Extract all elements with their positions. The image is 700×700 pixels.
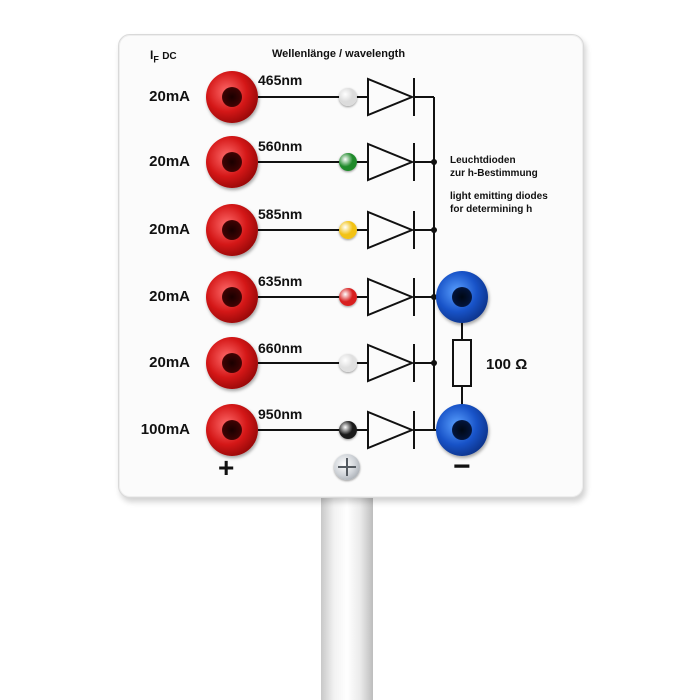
positive-jack-6[interactable]	[206, 404, 258, 456]
row-5-wavelength: 660nm	[258, 340, 303, 356]
led-560nm	[339, 153, 357, 171]
positive-jack-2[interactable]	[206, 136, 258, 188]
row-2-current: 20mA	[149, 153, 190, 170]
row-2-wavelength: 560nm	[258, 138, 303, 154]
current-subscript: F	[153, 54, 159, 65]
led-experiment-panel	[118, 34, 584, 498]
current-symbol: I	[150, 48, 154, 62]
jack-socket	[222, 353, 242, 373]
negative-jack-bottom[interactable]	[436, 404, 488, 456]
negative-jack-top[interactable]	[436, 271, 488, 323]
row-4-wavelength: 635nm	[258, 273, 303, 289]
jack-socket	[222, 420, 242, 440]
row-1-current: 20mA	[149, 88, 190, 105]
jack-socket	[452, 287, 472, 307]
minus-sign: −	[453, 450, 471, 483]
row-6-wavelength: 950nm	[258, 406, 303, 422]
description-de-line-2: zur h-Bestimmung	[450, 168, 538, 179]
dc-label: DC	[162, 51, 177, 62]
mounting-screw-icon	[334, 454, 360, 480]
plus-sign: +	[218, 452, 235, 483]
description-en-line-1: light emitting diodes	[450, 191, 548, 202]
positive-jack-3[interactable]	[206, 204, 258, 256]
led-465nm	[339, 88, 357, 106]
row-4-current: 20mA	[149, 288, 190, 305]
mounting-rod	[321, 492, 373, 700]
description-english: light emitting diodes for determining h	[450, 190, 548, 216]
wavelength-header: Wellenlänge / wavelength	[272, 48, 406, 60]
jack-socket	[222, 152, 242, 172]
forward-current-header: IF DC	[150, 48, 177, 64]
positive-jack-5[interactable]	[206, 337, 258, 389]
row-1-wavelength: 465nm	[258, 72, 303, 88]
jack-socket	[222, 87, 242, 107]
description-en-line-2: for determining h	[450, 204, 533, 215]
row-5-current: 20mA	[149, 354, 190, 371]
led-585nm	[339, 221, 357, 239]
resistor-label: 100 Ω	[486, 356, 528, 373]
description-german: Leuchtdioden zur h-Bestimmung	[450, 154, 538, 180]
row-3-wavelength: 585nm	[258, 206, 303, 222]
jack-socket	[222, 220, 242, 240]
led-660nm	[339, 354, 357, 372]
jack-socket	[452, 420, 472, 440]
row-6-current: 100mA	[140, 421, 190, 438]
jack-socket	[222, 287, 242, 307]
description-de-line-1: Leuchtdioden	[450, 155, 516, 166]
led-950nm	[339, 421, 357, 439]
positive-jack-4[interactable]	[206, 271, 258, 323]
led-635nm	[339, 288, 357, 306]
positive-jack-1[interactable]	[206, 71, 258, 123]
row-3-current: 20mA	[149, 221, 190, 238]
